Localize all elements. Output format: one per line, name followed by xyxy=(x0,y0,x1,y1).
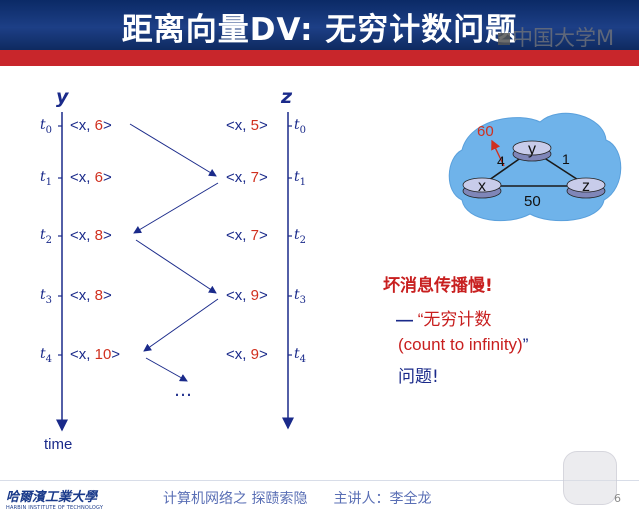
z-distance-entry: <x, 9> xyxy=(226,346,268,363)
footer-course-info: 计算机网络之 探赜索隐 主讲人：李全龙 xyxy=(163,488,431,508)
router-node-z xyxy=(566,177,606,199)
bad-news-heading: 坏消息传播慢! xyxy=(383,276,493,296)
footer-divider xyxy=(0,480,639,481)
edge-cost-xy: 4 xyxy=(497,153,505,169)
time-label-z: t1 xyxy=(294,169,307,188)
y-column-header: y xyxy=(56,86,69,108)
video-play-button[interactable] xyxy=(563,451,617,505)
time-label-z: t3 xyxy=(294,287,307,306)
new-cost-arrow xyxy=(491,139,505,167)
bullet-line-3: 问题! xyxy=(398,367,439,387)
edge-cost-xz: 50 xyxy=(524,193,541,210)
time-label-z: t2 xyxy=(294,227,307,246)
slide-title: 距离向量DV: 无穷计数问题 xyxy=(121,12,518,48)
time-ticks xyxy=(58,125,292,356)
time-label-z: t0 xyxy=(294,117,307,136)
message-arrow xyxy=(133,182,219,234)
watermark: 中国大学M xyxy=(498,22,639,48)
y-distance-entry: <x, 8> xyxy=(70,287,112,304)
continuation-ellipsis: … xyxy=(174,380,193,401)
z-distance-entry: <x, 7> xyxy=(226,227,268,244)
node-label-y: y xyxy=(528,141,536,158)
title-bar xyxy=(0,0,639,50)
lecturer-name: 主讲人：李全龙 xyxy=(333,491,432,507)
time-label-y: t3 xyxy=(40,287,53,306)
y-distance-entry: <x, 10> xyxy=(70,346,121,363)
z-distance-entry: <x, 5> xyxy=(226,117,268,134)
new-cost-label: 60 xyxy=(477,123,494,140)
time-label-y: t2 xyxy=(40,227,53,246)
node-label-z: z xyxy=(582,178,590,195)
z-distance-entry: <x, 7> xyxy=(226,169,268,186)
bullet-line-1: — “无穷计数 xyxy=(396,310,492,329)
title-accent-band xyxy=(0,50,639,66)
y-distance-entry: <x, 6> xyxy=(70,117,112,134)
bullet-dash: — xyxy=(396,310,413,329)
university-logo: 哈爾濱工業大學 HARBIN INSTITUTE OF TECHNOLOGY xyxy=(6,486,126,511)
time-label-y: t1 xyxy=(40,169,53,188)
time-label-y: t0 xyxy=(40,117,53,136)
message-arrow xyxy=(129,123,217,177)
edge-cost-yz: 1 xyxy=(562,151,570,167)
node-label-x: x xyxy=(478,178,486,195)
message-arrow xyxy=(145,357,188,382)
z-column-header: z xyxy=(281,86,293,108)
router-node-x xyxy=(462,177,502,199)
time-label-y: t4 xyxy=(40,346,53,365)
z-distance-entry: <x, 9> xyxy=(226,287,268,304)
y-distance-entry: <x, 6> xyxy=(70,169,112,186)
watermark-icon xyxy=(498,33,510,45)
logo-text: 哈爾濱工業大學 xyxy=(6,490,98,505)
logo-subtext: HARBIN INSTITUTE OF TECHNOLOGY xyxy=(6,505,104,511)
time-label-z: t4 xyxy=(294,346,307,365)
message-arrow xyxy=(143,298,219,352)
y-distance-entry: <x, 8> xyxy=(70,227,112,244)
watermark-text: 中国大学M xyxy=(512,26,615,48)
page-number: 6 xyxy=(614,492,621,505)
router-node-y xyxy=(512,140,552,162)
message-arrow xyxy=(135,239,217,294)
time-axis-label: time xyxy=(44,436,73,453)
bullet-line-2: (count to infinity)” xyxy=(398,335,529,354)
course-title: 计算机网络之 探赜索隐 xyxy=(163,491,308,507)
